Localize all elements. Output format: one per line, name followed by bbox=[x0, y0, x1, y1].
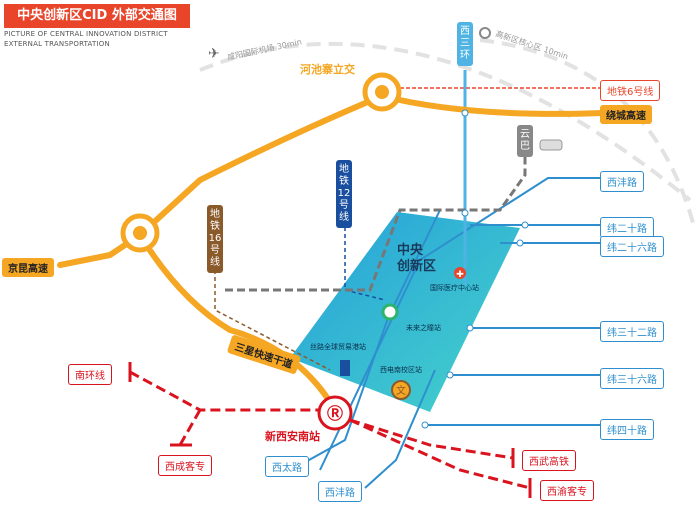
xisanhuan-tag: 西三环 bbox=[457, 22, 473, 66]
xiyu-tag: 西渝客专 bbox=[540, 480, 594, 501]
medical-icon bbox=[454, 267, 466, 279]
core-target-icon bbox=[479, 27, 491, 39]
station-future-label: 未来之瞳站 bbox=[406, 323, 441, 332]
nanhuan-rail bbox=[129, 370, 330, 412]
hechizhai-to-jingkun bbox=[137, 93, 385, 238]
culture-icon bbox=[391, 380, 411, 400]
station-xidian-label: 西电南校区站 bbox=[380, 365, 422, 374]
xicheng-tag: 西成客专 bbox=[158, 455, 212, 476]
station-medical-label: 国际医疗中心站 bbox=[430, 283, 479, 292]
metro12-tag: 地铁12号线 bbox=[336, 160, 352, 228]
yunba-tag: 云巴 bbox=[517, 125, 533, 157]
raocheng-expressway bbox=[379, 93, 606, 117]
xinxian-label: 新西安南站 bbox=[265, 429, 320, 443]
xicheng-rail bbox=[178, 409, 202, 446]
page-title: 中央创新区CID 外部交通图 bbox=[4, 4, 190, 28]
xiwu-rail bbox=[349, 418, 514, 460]
wei20-tag: 纬二十路 bbox=[600, 217, 654, 238]
metro16-line bbox=[214, 270, 331, 371]
jingkun-interchange-icon bbox=[120, 213, 160, 253]
hechizhai-label: 河池寨立交 bbox=[300, 62, 355, 76]
airport-label: 咸阳国际机场 30min bbox=[226, 36, 302, 62]
yunba-line bbox=[225, 140, 527, 292]
nanhuan-tag: 南环线 bbox=[68, 364, 112, 385]
raocheng-tag: 绕城高速 bbox=[600, 105, 652, 124]
airport-arc bbox=[199, 41, 692, 202]
svg-text:文: 文 bbox=[396, 384, 406, 397]
xiwu-tag: 西武高铁 bbox=[522, 450, 576, 471]
metro6-tag: 地铁6号线 bbox=[600, 80, 661, 101]
wei36-tag: 纬三十六路 bbox=[600, 368, 664, 389]
road-xitai bbox=[299, 209, 441, 466]
wei40-tag: 纬四十路 bbox=[600, 419, 654, 440]
road-xifeng-bottom bbox=[364, 369, 436, 489]
xifeng-bottom-tag: 西沣路 bbox=[318, 481, 362, 502]
xitai-tag: 西太路 bbox=[265, 456, 309, 477]
hechizhai-interchange-icon bbox=[362, 72, 402, 112]
center-district-label: 中央 bbox=[397, 242, 424, 258]
subtitle-line2: EXTERNAL TRANSPORTATION bbox=[4, 40, 110, 48]
metro16-tag: 地铁16号线 bbox=[207, 205, 223, 273]
center-district-label-2: 创新区 bbox=[396, 258, 436, 274]
road-xifeng-top bbox=[319, 177, 603, 471]
sanxing-expressway bbox=[137, 232, 338, 413]
train-station-icon: Ⓡ bbox=[317, 395, 353, 431]
xiyu-rail bbox=[349, 418, 531, 490]
airplane-icon: ✈ bbox=[208, 46, 220, 62]
wei26-tag: 纬二十六路 bbox=[600, 236, 664, 257]
svg-text:Ⓡ: Ⓡ bbox=[327, 404, 343, 423]
building-icon bbox=[340, 360, 350, 376]
xifeng-top-tag: 西沣路 bbox=[600, 171, 644, 192]
future-eye-icon bbox=[381, 303, 399, 321]
yunba-train-icon bbox=[539, 139, 563, 151]
svg-text:✚: ✚ bbox=[456, 270, 464, 280]
station-silk-label: 丝路全球贸易港站 bbox=[310, 342, 366, 351]
wei32-tag: 纬三十二路 bbox=[600, 321, 664, 342]
jingkun-tag: 京昆高速 bbox=[2, 258, 54, 277]
subtitle-line1: PICTURE OF CENTRAL INNOVATION DISTRICT bbox=[4, 30, 168, 38]
